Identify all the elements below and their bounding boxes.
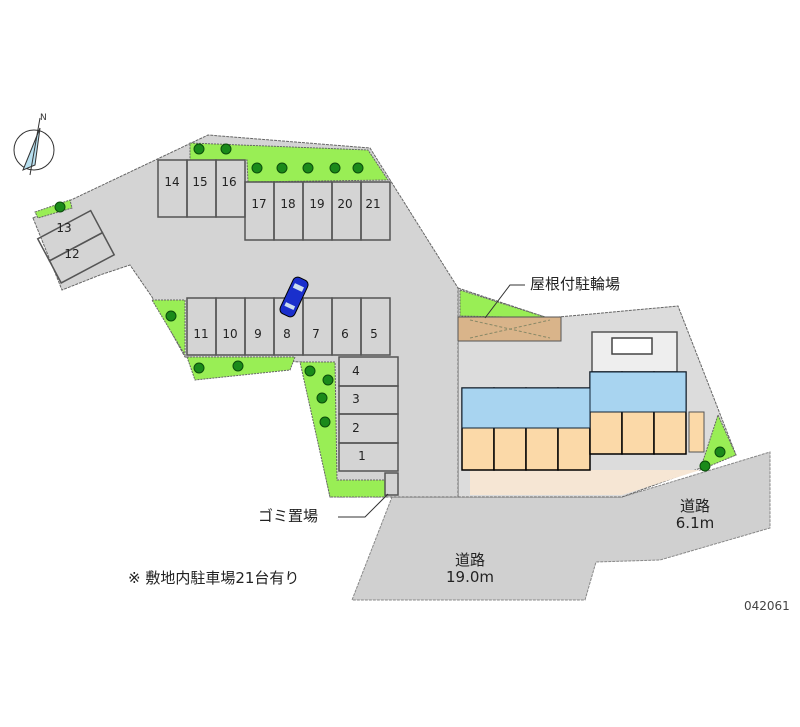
parking-spot-11: 11	[193, 327, 208, 341]
parking-spot-numbers: 1 2 3 4 5 6 7 8 9 10 11 12 13 14 15 16 1…	[56, 175, 380, 463]
compass-icon: N	[13, 113, 55, 176]
road-main-name: 道路	[454, 551, 485, 569]
parking-spot-4: 4	[352, 364, 360, 378]
parking-spot-18: 18	[280, 197, 295, 211]
garbage-leader-line	[338, 493, 389, 518]
garbage-area-label: ゴミ置場	[258, 507, 319, 525]
parking-spot-2: 2	[352, 421, 360, 435]
parking-spot-20: 20	[337, 197, 352, 211]
road-side-width: 6.1m	[675, 513, 715, 532]
compass-label: N	[40, 113, 47, 123]
road-side-name: 道路	[679, 497, 710, 515]
bike-parking-label: 屋根付駐輪場	[530, 275, 621, 293]
bike-leader-line	[484, 284, 525, 319]
parking-spot-15: 15	[192, 175, 207, 189]
parking-spot-7: 7	[312, 327, 320, 341]
parking-spot-12: 12	[64, 247, 79, 261]
car-icon	[279, 276, 309, 318]
parking-spot-6: 6	[341, 327, 349, 341]
front-yard	[470, 470, 700, 495]
parking-spot-13: 13	[56, 221, 71, 235]
parking-spot-17: 17	[251, 197, 266, 211]
parking-spot-10: 10	[222, 327, 237, 341]
parking-spot-16: 16	[221, 175, 236, 189]
parking-spot-5: 5	[370, 327, 378, 341]
parking-spot-3: 3	[352, 392, 360, 406]
parking-spot-19: 19	[309, 197, 324, 211]
trees	[54, 143, 726, 472]
road-main-label: 道路 19.0m	[430, 552, 510, 585]
apartment-building	[461, 331, 705, 471]
road-main	[351, 451, 771, 601]
property-code: 042061	[744, 599, 790, 613]
bike-shelter	[457, 316, 562, 342]
road-main-width: 19.0m	[445, 567, 494, 586]
parking-spot-21: 21	[365, 197, 380, 211]
road-side-label: 道路 6.1m	[660, 498, 730, 531]
parking-spot-9: 9	[254, 327, 262, 341]
parking-row-14-16	[36, 159, 399, 496]
parking-spot-8: 8	[283, 327, 291, 341]
parking-spot-14: 14	[164, 175, 179, 189]
parking-spot-1: 1	[358, 449, 366, 463]
grass-areas	[34, 142, 737, 498]
parking-note: ※ 敷地内駐車場21台有り	[128, 569, 300, 587]
